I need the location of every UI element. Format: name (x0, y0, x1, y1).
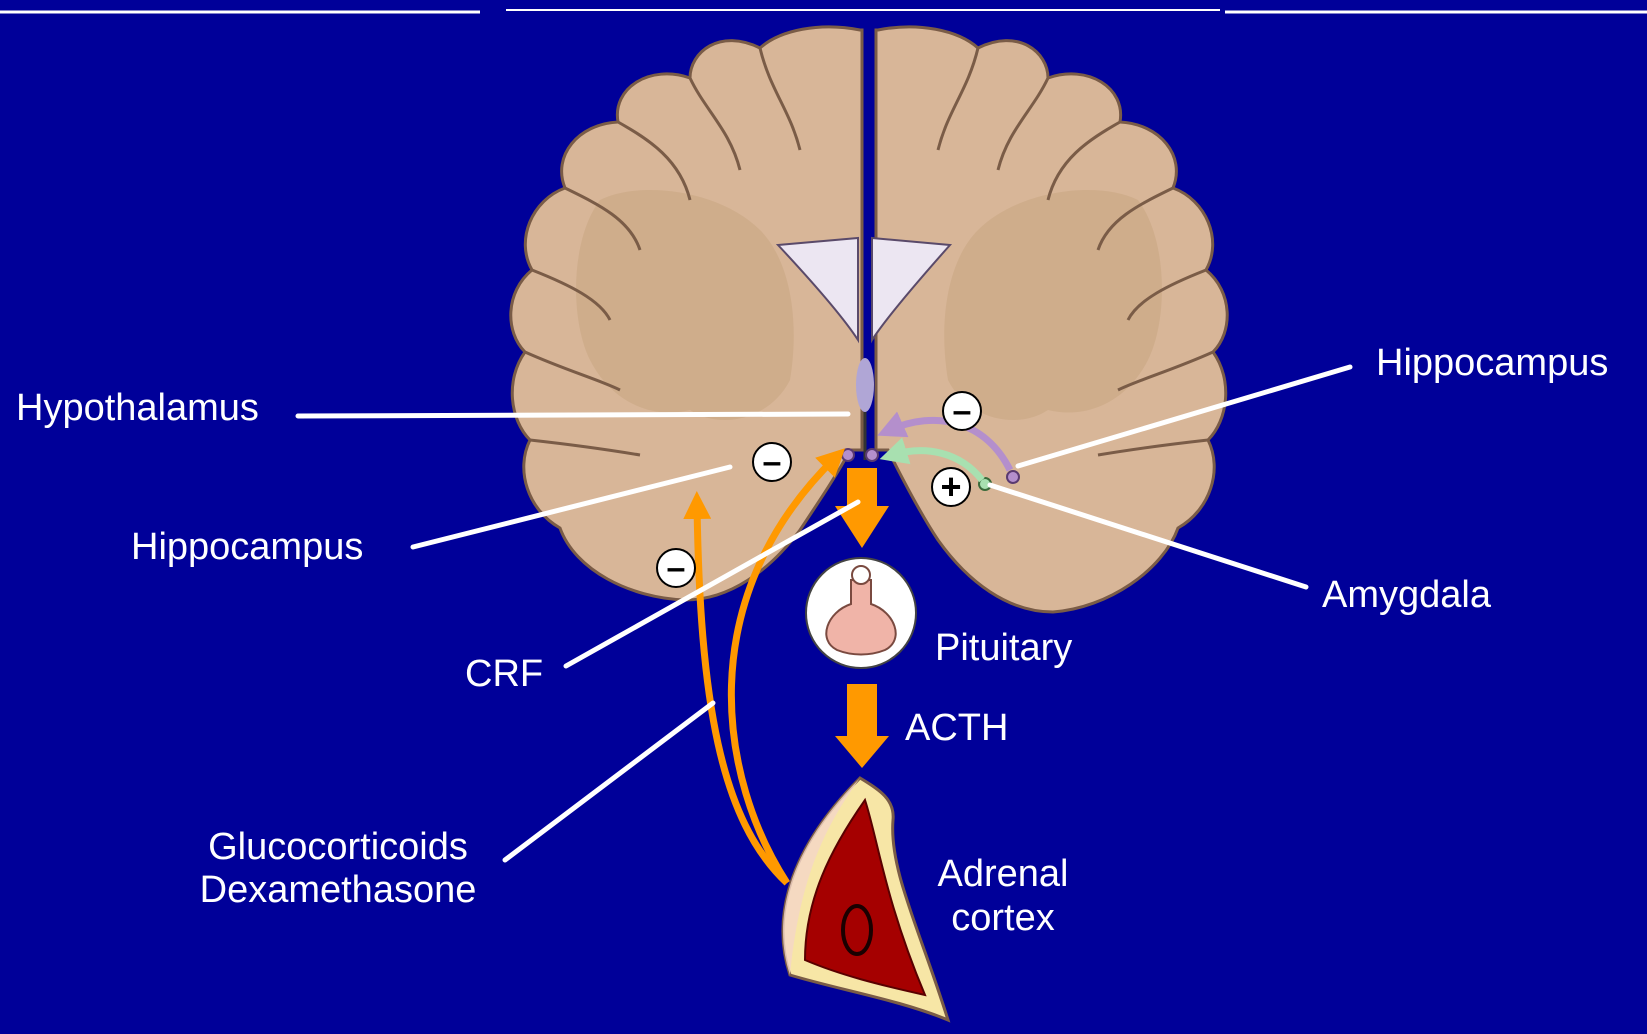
svg-text:–: – (953, 392, 972, 430)
label-crf: CRF (465, 653, 543, 695)
top-border-lines (0, 10, 1647, 12)
leader-hypothalamus (298, 414, 848, 416)
third-ventricle (856, 358, 874, 412)
svg-text:–: – (763, 443, 782, 481)
minus-sign-left-hippocampus: – (753, 443, 791, 481)
plus-sign-amygdala: + (932, 466, 970, 507)
label-hippocampus-left: Hippocampus (131, 526, 363, 568)
right-hippocampus-neuron (1007, 471, 1019, 483)
label-dexamethasone: Dexamethasone (200, 869, 477, 911)
label-glucocorticoids: Glucocorticoids (208, 826, 468, 868)
adrenal-gland (783, 778, 948, 1020)
label-amygdala: Amygdala (1322, 574, 1492, 616)
minus-sign-right: – (943, 392, 981, 430)
acth-arrow (835, 684, 889, 768)
label-hypothalamus: Hypothalamus (16, 387, 259, 429)
hypothalamic-neuron-right (866, 449, 878, 461)
hypothalamic-neuron-left (842, 449, 854, 461)
label-adrenal: Adrenal (938, 853, 1069, 895)
leader-glucocorticoids (505, 703, 713, 860)
svg-text:–: – (667, 549, 686, 587)
minus-sign-glucocorticoid: – (657, 549, 695, 587)
svg-text:+: + (940, 466, 961, 507)
label-acth: ACTH (905, 707, 1008, 749)
label-pituitary: Pituitary (935, 627, 1072, 669)
label-cortex: cortex (951, 897, 1054, 939)
label-hippocampus-right: Hippocampus (1376, 342, 1608, 384)
pituitary-gland (806, 558, 916, 668)
